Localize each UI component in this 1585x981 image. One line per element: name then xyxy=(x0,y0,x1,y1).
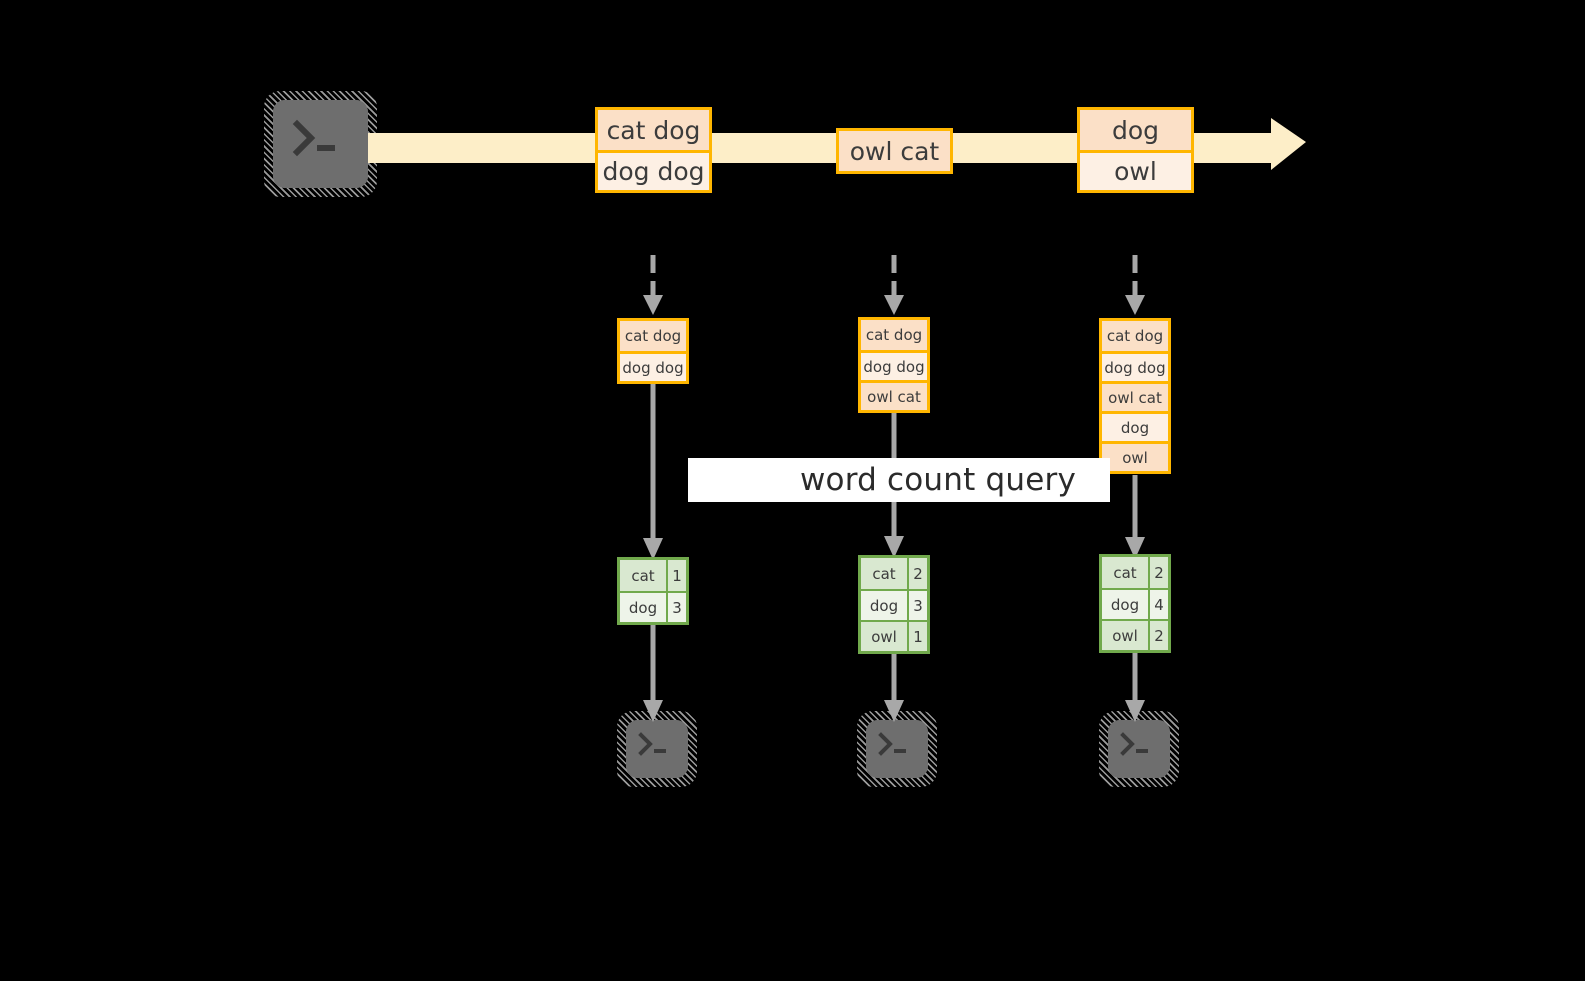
terminal-prompt-glyph xyxy=(273,100,368,188)
state-line: cat dog xyxy=(620,321,686,351)
icon-body xyxy=(273,100,368,188)
stream-event-line: owl xyxy=(1080,150,1191,190)
result-word: cat xyxy=(861,558,907,589)
snapshot-state-2: cat dog dog dog owl cat xyxy=(858,317,930,413)
stream-event-line: dog xyxy=(1080,110,1191,150)
state-line: dog dog xyxy=(620,351,686,381)
result-word: owl xyxy=(1102,621,1148,650)
table-row: dog 4 xyxy=(1102,588,1168,619)
stream-event-group-1: cat dog dog dog xyxy=(595,107,712,193)
state-line: owl cat xyxy=(1102,381,1168,411)
query-arrow-3 xyxy=(1119,475,1151,561)
result-word: dog xyxy=(1102,590,1148,619)
query-label: word count query xyxy=(799,462,1077,498)
state-line: cat dog xyxy=(861,320,927,350)
table-row: cat 2 xyxy=(861,558,927,589)
table-row: owl 2 xyxy=(1102,619,1168,650)
result-word: owl xyxy=(861,622,907,651)
result-word: dog xyxy=(861,591,907,620)
stream-event-line: owl cat xyxy=(839,131,950,171)
result-count: 2 xyxy=(907,558,927,589)
snapshot-tap-arrow-2 xyxy=(878,255,910,317)
result-word: cat xyxy=(620,560,666,591)
stream-event-group-2: owl cat xyxy=(836,128,953,174)
result-word: cat xyxy=(1102,557,1148,588)
table-row: cat 2 xyxy=(1102,557,1168,588)
snapshot-state-3: cat dog dog dog owl cat dog owl xyxy=(1099,318,1171,474)
result-count: 3 xyxy=(666,593,686,622)
result-count: 4 xyxy=(1148,590,1168,619)
terminal-prompt-glyph xyxy=(626,720,688,778)
query-label-band: word count query xyxy=(688,458,1110,502)
table-row: cat 1 xyxy=(620,560,686,591)
table-row: dog 3 xyxy=(861,589,927,620)
result-table-3: cat 2 dog 4 owl 2 xyxy=(1099,554,1171,653)
sink-arrow-1 xyxy=(637,620,669,724)
table-row: owl 1 xyxy=(861,620,927,651)
snapshot-tap-arrow-3 xyxy=(1119,255,1151,317)
state-line: dog xyxy=(1102,411,1168,441)
result-count: 3 xyxy=(907,591,927,620)
result-count: 1 xyxy=(907,622,927,651)
state-line: owl xyxy=(1102,441,1168,471)
query-arrow-1 xyxy=(637,382,669,562)
sink-terminal-icon-3 xyxy=(1099,711,1179,787)
stream-event-line: cat dog xyxy=(598,110,709,150)
result-word: dog xyxy=(620,593,666,622)
result-count: 1 xyxy=(666,560,686,591)
stream-event-line: dog dog xyxy=(598,150,709,190)
source-terminal-icon xyxy=(264,91,377,197)
sink-arrow-3 xyxy=(1119,650,1151,724)
result-count: 2 xyxy=(1148,557,1168,588)
snapshot-state-1: cat dog dog dog xyxy=(617,318,689,384)
terminal-prompt-glyph xyxy=(866,720,928,778)
sink-arrow-2 xyxy=(878,650,910,724)
terminal-prompt-glyph xyxy=(1108,720,1170,778)
result-table-1: cat 1 dog 3 xyxy=(617,557,689,625)
sink-terminal-icon-1 xyxy=(617,711,697,787)
snapshot-tap-arrow-1 xyxy=(637,255,669,317)
state-line: dog dog xyxy=(1102,351,1168,381)
result-count: 2 xyxy=(1148,621,1168,650)
state-line: owl cat xyxy=(861,380,927,410)
result-table-2: cat 2 dog 3 owl 1 xyxy=(858,555,930,654)
state-line: cat dog xyxy=(1102,321,1168,351)
stream-event-group-3: dog owl xyxy=(1077,107,1194,193)
state-line: dog dog xyxy=(861,350,927,380)
sink-terminal-icon-2 xyxy=(857,711,937,787)
table-row: dog 3 xyxy=(620,591,686,622)
